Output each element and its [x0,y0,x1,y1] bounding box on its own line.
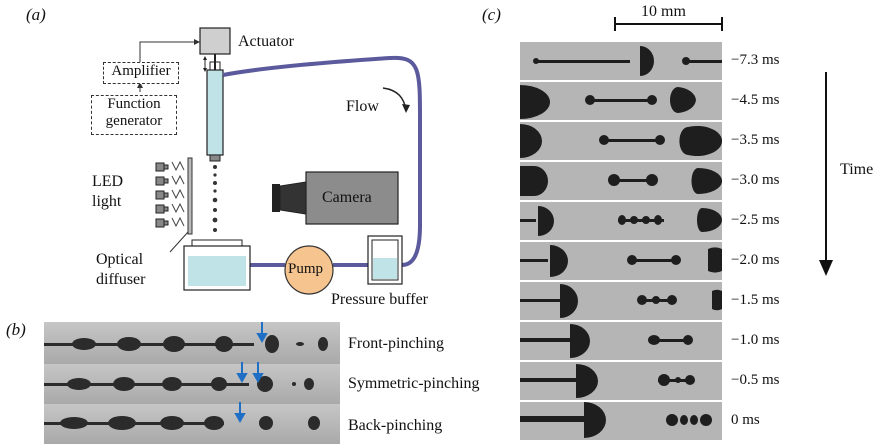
camera-body [305,171,399,225]
function-generator-line1: Function [107,96,161,112]
scale-bar-label: 10 mm [641,3,686,20]
time-label: −1.5 ms [731,292,780,308]
time-label: −3.5 ms [731,132,780,148]
pump [284,245,334,295]
actuator-box [199,27,231,55]
led-rays [171,160,185,228]
panel-b-droplets [44,322,328,430]
time-label: −0.5 ms [731,372,780,388]
scale-bar [614,17,723,31]
time-lapse-frames [520,42,722,440]
optical-diffuser [187,157,193,235]
amplifier-label: Amplifier [111,63,171,79]
time-label: −4.5 ms [731,92,780,108]
diffuser-label-line2: diffuser [96,271,146,288]
panel-c-label: (c) [482,5,501,24]
pinch-label-front: Front-pinching [348,335,444,352]
led-label-line2: light [92,193,122,210]
time-axis-label: Time [840,161,874,178]
function-generator-box: Function generator [91,95,177,135]
time-label: −3.0 ms [731,172,780,188]
pinch-label-symmetric: Symmetric-pinching [348,375,480,392]
flow-tube [222,55,422,267]
falling-drops [212,165,218,232]
panel-a-label: (a) [26,5,46,24]
time-label: −2.5 ms [731,212,780,228]
led-label-line1: LED [92,173,124,190]
time-label: −2.0 ms [731,252,780,268]
diffuser-label-line1: Optical [96,251,144,268]
pump-label: Pump [288,261,324,277]
time-label: 0 ms [731,412,760,428]
flow-label: Flow [346,98,379,115]
camera-label: Camera [322,189,372,206]
camera-lens [279,181,307,215]
amplifier-box: Amplifier [103,62,179,84]
flow-arrow [382,87,407,111]
panel-b-label: (b) [6,320,26,339]
pressure-buffer-label: Pressure buffer [331,291,429,308]
function-generator-line2: generator [105,113,163,129]
pinch-label-back: Back-pinching [348,417,443,434]
nozzle-tube [206,69,224,156]
pinch-arrows [234,322,268,424]
led-array [155,162,169,228]
panel-a-schematic [137,27,422,295]
time-label: −7.3 ms [731,52,780,68]
actuator-label: Actuator [238,33,294,50]
amp-to-actuator-line [139,41,200,62]
time-label: −1.0 ms [731,332,780,348]
time-arrow [819,72,833,276]
